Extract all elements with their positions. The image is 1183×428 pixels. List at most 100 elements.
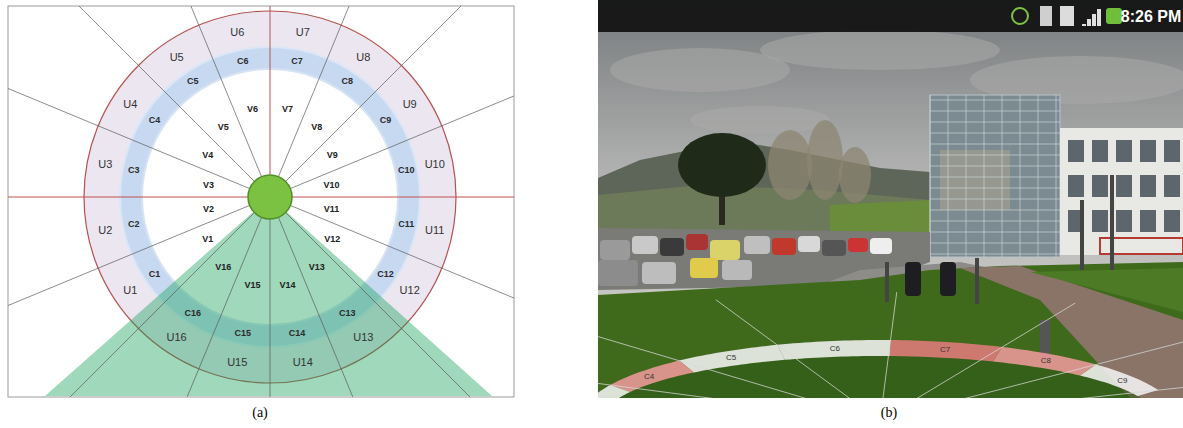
car	[798, 236, 820, 252]
outer-sector-label: U1	[123, 285, 137, 296]
middle-sector-label: C4	[149, 115, 161, 124]
glass-building	[930, 95, 1060, 257]
middle-sector-label: C14	[289, 329, 306, 338]
car	[772, 238, 796, 255]
outer-sector-label: U4	[123, 98, 137, 109]
inner-sector-label: V3	[203, 180, 214, 189]
middle-sector-label: C5	[187, 77, 199, 86]
outer-sector-label: U16	[167, 331, 187, 342]
sector-line	[8, 205, 250, 397]
car	[660, 238, 684, 256]
sector-line	[8, 6, 254, 181]
inner-sector-label: V14	[279, 280, 295, 289]
sector-line	[8, 6, 250, 189]
car	[690, 258, 718, 278]
outer-sector-label: U13	[353, 331, 373, 342]
car	[632, 236, 658, 254]
ar-sector	[679, 345, 785, 373]
grass-slope	[830, 200, 930, 235]
inner-sector-label: V8	[311, 122, 322, 131]
middle-sector-label: C6	[237, 56, 249, 65]
cloud	[690, 106, 830, 134]
ar-sector-line	[909, 331, 1183, 398]
car	[744, 236, 770, 254]
ar-sector	[777, 340, 890, 360]
cloud	[610, 48, 790, 92]
middle-sector-label: C1	[149, 270, 161, 279]
outer-sector-label: U15	[227, 356, 247, 367]
ar-sector-line	[917, 372, 1183, 398]
outer-sector-label: U14	[293, 356, 313, 367]
tree-crown	[678, 133, 766, 197]
middle-sector-label: C15	[235, 329, 252, 338]
ar-sector-line	[598, 364, 844, 398]
inner-sector-label: V1	[202, 234, 213, 243]
sector-line	[270, 6, 271, 175]
car	[822, 240, 846, 256]
post	[885, 262, 889, 302]
sector-line	[8, 6, 262, 177]
clock-text: 8:26 PM	[1121, 9, 1181, 25]
inner-sector-label: V2	[203, 205, 214, 214]
middle-sector-label: C3	[128, 165, 140, 174]
middle-sector-label: C12	[377, 270, 394, 279]
post	[1080, 200, 1084, 270]
sector-line	[8, 197, 248, 198]
outer-sector-label: U9	[403, 98, 417, 109]
outer-sector-label: U10	[425, 159, 445, 170]
glass-grid	[930, 95, 1060, 257]
reflection	[940, 150, 1010, 210]
car	[710, 240, 740, 260]
outer-sector-label: U2	[98, 224, 112, 235]
inner-sector-label: V9	[327, 151, 338, 160]
ar-overlay	[598, 292, 1183, 398]
middle-sector-label: C7	[291, 56, 303, 65]
inner-sector-label: V6	[247, 105, 258, 114]
inner-sector-label: V7	[282, 105, 293, 114]
sector-diagram	[8, 6, 514, 397]
cloud	[760, 30, 1000, 70]
middle-sector-label: C9	[380, 115, 392, 124]
ar-sector-line	[598, 325, 853, 398]
panel-label: (b)	[881, 406, 897, 420]
outer-sector-label: U6	[230, 27, 244, 38]
middle-sector-label: C11	[398, 220, 414, 229]
outer-sector-label: U5	[170, 52, 184, 63]
middle-sector-label: C8	[341, 77, 353, 86]
ar-sector	[993, 347, 1096, 376]
car	[848, 238, 868, 252]
car	[870, 238, 892, 254]
inner-sector-label: V15	[245, 280, 261, 289]
outer-sector-label: U8	[356, 52, 370, 63]
sector-line	[278, 6, 514, 177]
ar-sector-label: C5	[726, 354, 736, 362]
car	[686, 234, 708, 250]
view-cone	[45, 197, 492, 396]
panel-label: (a)	[252, 406, 268, 420]
lawn-right	[1030, 268, 1183, 312]
ar-sector-label: C8	[1041, 357, 1051, 365]
inner-sector-label: V10	[323, 180, 339, 189]
middle-sector-label: C13	[339, 308, 356, 317]
sector-line	[8, 217, 262, 397]
bare-tree	[768, 130, 812, 200]
inner-sector-label: V5	[218, 122, 229, 131]
outer-sector-label: U3	[98, 159, 112, 170]
white-building	[1060, 128, 1183, 255]
sector-lines	[8, 6, 514, 397]
ar-sector	[890, 340, 1002, 361]
inner-sector-label: V11	[324, 205, 340, 214]
status-icons	[1012, 6, 1122, 26]
ar-sector-line	[716, 300, 866, 398]
middle-sector-label: C2	[128, 220, 140, 229]
inner-sector-label: V13	[309, 263, 325, 272]
ar-sector-line	[896, 303, 1075, 398]
car	[722, 260, 752, 280]
inner-sector-label: V12	[324, 234, 340, 243]
middle-sector-label: C16	[185, 308, 202, 317]
post	[1110, 175, 1114, 270]
ar-sector-label: C4	[644, 373, 654, 381]
ar-sector-label: C9	[1117, 377, 1127, 385]
ar-sector-label: C7	[940, 346, 950, 354]
